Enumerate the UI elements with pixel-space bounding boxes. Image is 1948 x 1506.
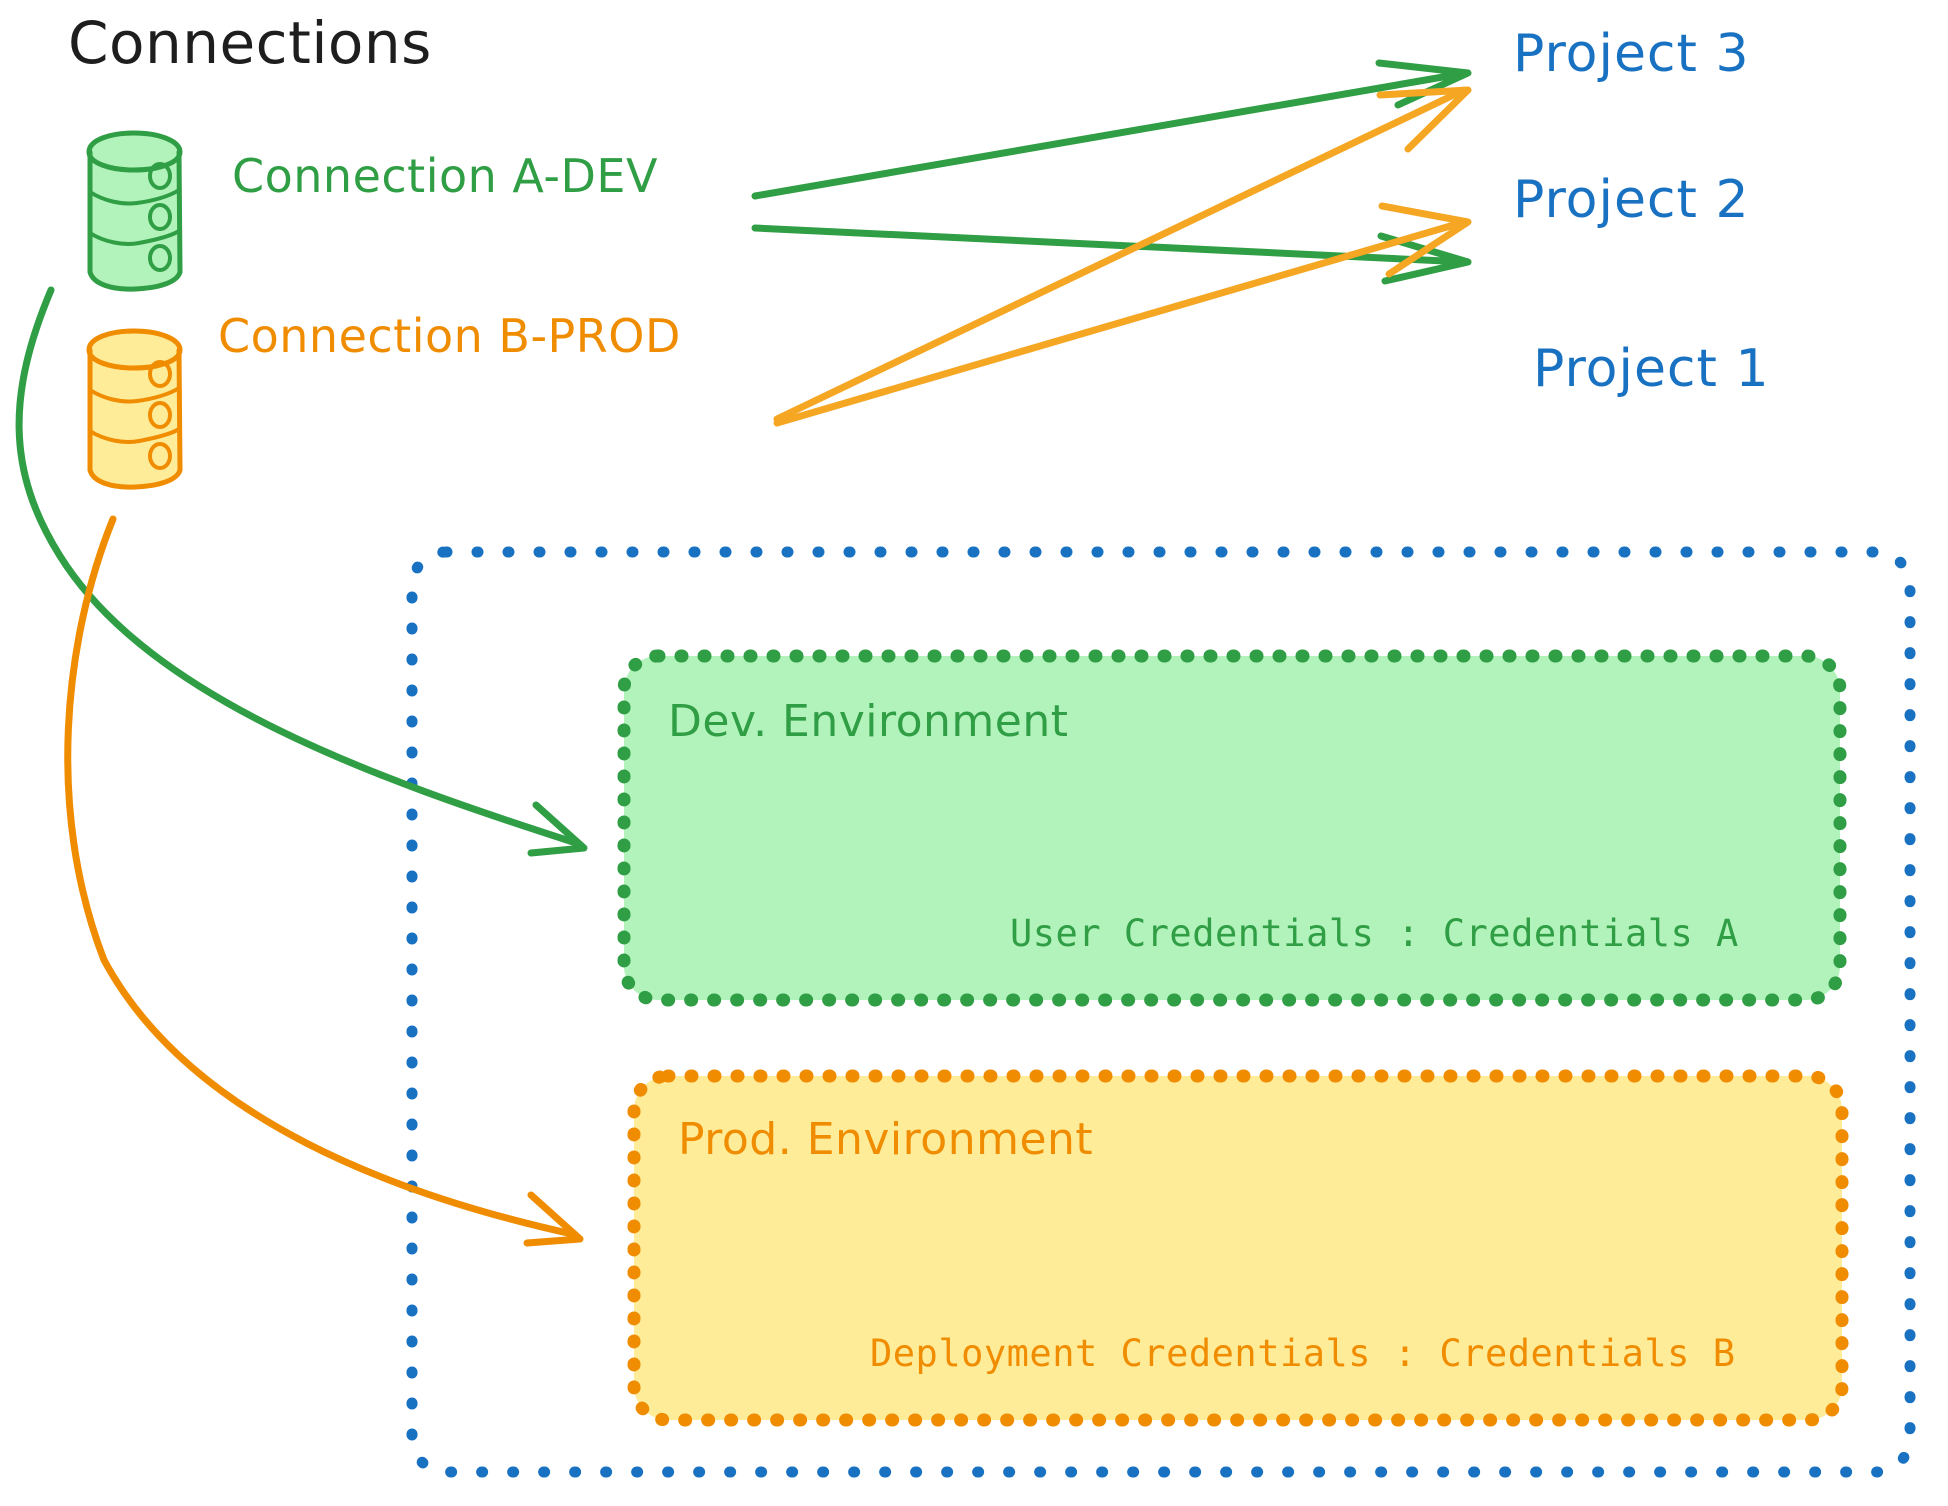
dev-environment-fill [624,656,1840,1000]
arrow-b-prod-to-prod-environment [64,515,584,1247]
cylinder-a-divider-2 [88,229,181,246]
prod-environment-dotted-border [627,1069,1849,1427]
prod-environment-fill [634,1076,1842,1420]
arrow-a-dev-to-project3 [751,59,1472,200]
arrowhead-green-dev [527,801,588,857]
cylinder-b-right-edge [176,347,183,473]
cylinder-a-led-3 [148,244,172,272]
arrowhead-orange-p2 [1378,202,1472,278]
arrow-b-prod-to-project3 [773,86,1472,423]
arrowhead-orange-prod [523,1191,584,1247]
arrowhead-green-p2 [1377,232,1472,285]
cylinder-b-led-1 [148,360,172,388]
cylinder-b-bottom-curve [87,467,183,490]
arrow-a-dev-to-dev-environment [15,286,588,857]
arrowhead-orange-p3 [1376,86,1472,153]
cylinder-a-led-1 [148,162,172,190]
database-cylinder-icon-b-prod [86,328,183,490]
cylinder-b-body-fill [89,348,179,487]
cylinder-a-divider-1 [88,188,181,206]
database-cylinder-icon-a-dev [86,130,183,292]
cylinder-a-bottom-curve [87,269,183,292]
cylinder-b-led-3 [148,442,172,470]
arrow-b-prod-to-project2 [773,202,1472,427]
prod-environment-box [627,1069,1849,1427]
dev-environment-box [617,649,1847,1007]
cylinder-a-right-edge [176,149,183,275]
project1-container [406,546,1916,1478]
cylinder-b-led-2 [148,401,172,429]
cylinder-b-top-fill [89,333,179,363]
cylinder-b-divider-2 [88,427,181,444]
cylinder-a-body-fill [89,150,179,289]
cylinder-b-divider-1 [88,386,181,404]
dev-environment-dotted-border [617,649,1847,1007]
cylinder-a-led-2 [148,203,172,231]
cylinder-a-top-fill [89,135,179,165]
project1-dotted-border [406,546,1916,1478]
